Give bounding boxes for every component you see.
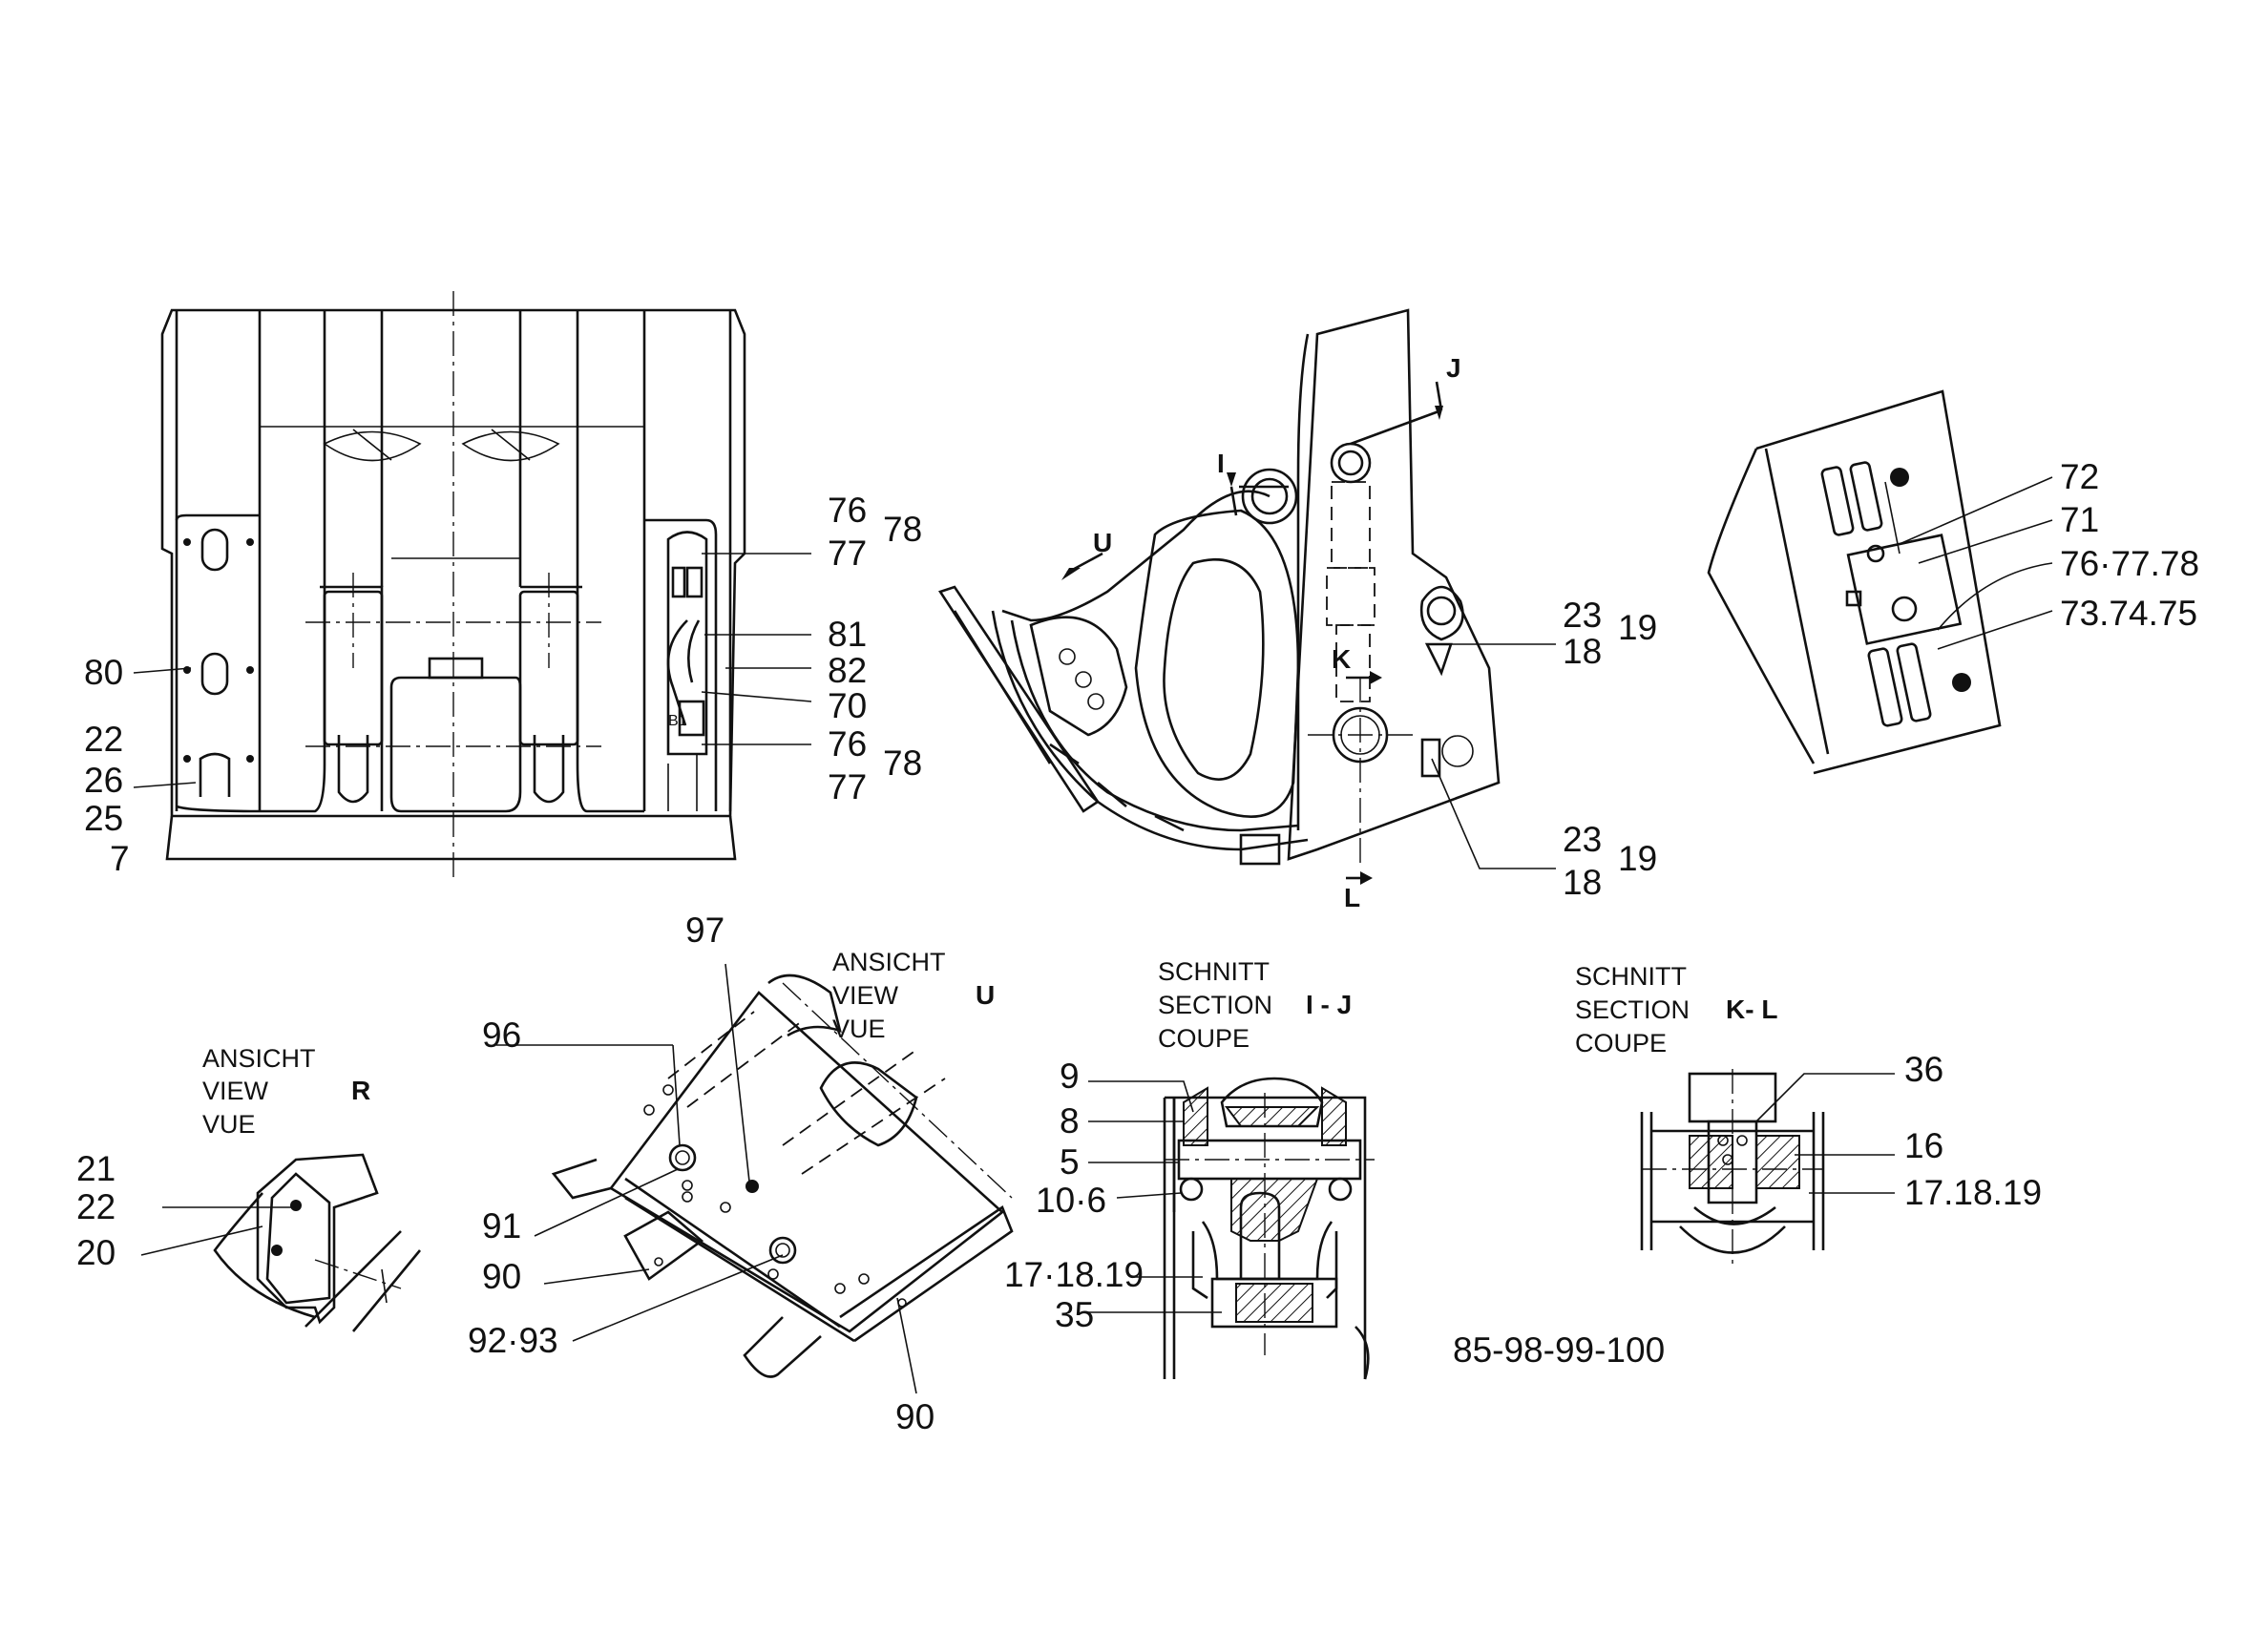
svg-text:ANSICHT: ANSICHT — [832, 948, 946, 976]
valve-detail-view — [1707, 389, 2002, 775]
svg-text:ANSICHT: ANSICHT — [202, 1044, 316, 1073]
svg-text:VIEW: VIEW — [202, 1077, 269, 1105]
label-70: 70 — [828, 686, 867, 725]
svg-text:SCHNITT: SCHNITT — [1575, 962, 1687, 991]
label-20: 20 — [76, 1233, 116, 1272]
label-17-18-19-ij: 17·18.19 — [1004, 1255, 1144, 1294]
caption-view-r: ANSICHT VIEW VUE R — [202, 1044, 370, 1139]
label-10-6: 10·6 — [1036, 1181, 1106, 1220]
section-markers: I J K L U — [1093, 353, 1461, 912]
label-21: 21 — [76, 1149, 116, 1188]
front-view-bucket: B1 — [160, 291, 746, 883]
svg-text:R: R — [351, 1076, 370, 1105]
label-90-bottom: 90 — [895, 1397, 934, 1436]
label-8: 8 — [1060, 1101, 1080, 1141]
svg-text:U: U — [976, 980, 995, 1010]
svg-text:K- L: K- L — [1726, 994, 1777, 1024]
label-19-top: 19 — [1618, 608, 1657, 647]
label-77-top: 77 — [828, 534, 867, 573]
label-82: 82 — [828, 651, 867, 690]
label-19-bottom: 19 — [1618, 839, 1657, 878]
marker-l: L — [1344, 883, 1360, 912]
label-92-93: 92·93 — [468, 1321, 558, 1360]
caption-section-k-l: SCHNITT SECTION COUPE K- L — [1575, 962, 1777, 1057]
label-76-77-78: 76·77.78 — [2060, 544, 2199, 583]
label-35: 35 — [1055, 1295, 1094, 1334]
caption-section-i-j: SCHNITT SECTION COUPE I - J — [1158, 957, 1352, 1053]
label-16: 16 — [1904, 1126, 1943, 1165]
label-5: 5 — [1060, 1142, 1080, 1182]
marker-k: K — [1332, 644, 1351, 674]
label-18-top: 18 — [1563, 632, 1602, 671]
section-k-l-leaders — [1755, 1073, 1895, 1194]
label-73-74-75: 73.74.75 — [2060, 594, 2197, 633]
label-81: 81 — [828, 615, 867, 654]
svg-text:VUE: VUE — [832, 1015, 886, 1043]
section-k-l — [1640, 1069, 1825, 1269]
label-90-left: 90 — [482, 1257, 521, 1296]
label-9: 9 — [1060, 1057, 1080, 1096]
view-u-detail — [496, 963, 1014, 1394]
view-r-detail — [140, 1153, 422, 1332]
label-23-top: 23 — [1563, 596, 1602, 635]
caption-view-u: ANSICHT VIEW VUE U — [832, 948, 995, 1043]
valve-leaders — [1899, 476, 2053, 650]
part-labels: 80 22 26 25 7 76 78 77 81 82 70 76 78 77… — [76, 457, 2199, 1436]
label-7: 7 — [110, 839, 130, 878]
label-91: 91 — [482, 1206, 521, 1246]
label-76-top: 76 — [828, 491, 867, 530]
label-22-front: 22 — [84, 720, 123, 759]
marker-j: J — [1446, 353, 1461, 383]
label-85-98-99-100: 85-98-99-100 — [1453, 1330, 1665, 1370]
label-18-bottom: 18 — [1563, 863, 1602, 902]
svg-text:COUPE: COUPE — [1575, 1029, 1667, 1057]
label-76-bottom: 76 — [828, 724, 867, 764]
svg-text:SECTION: SECTION — [1575, 995, 1690, 1024]
label-25: 25 — [84, 799, 123, 838]
label-17-18-19-kl: 17.18.19 — [1904, 1173, 2042, 1212]
side-view-bucket — [937, 308, 1501, 885]
label-71: 71 — [2060, 500, 2099, 539]
marker-u: U — [1093, 528, 1112, 557]
svg-text:I - J: I - J — [1306, 990, 1352, 1019]
svg-text:SECTION: SECTION — [1158, 991, 1272, 1019]
label-26: 26 — [84, 761, 123, 800]
marker-i: I — [1217, 449, 1225, 478]
label-78-bottom: 78 — [883, 743, 922, 783]
side-view-leaders — [1431, 643, 1556, 869]
label-72: 72 — [2060, 457, 2099, 496]
front-view-leaders — [133, 553, 812, 788]
label-36: 36 — [1904, 1050, 1943, 1089]
label-23-bottom: 23 — [1563, 820, 1602, 859]
svg-text:COUPE: COUPE — [1158, 1024, 1250, 1053]
label-78-top: 78 — [883, 510, 922, 549]
label-77-bottom: 77 — [828, 767, 867, 806]
svg-text:B1: B1 — [668, 713, 687, 729]
label-97: 97 — [685, 911, 724, 950]
svg-text:VIEW: VIEW — [832, 981, 899, 1010]
label-80: 80 — [84, 653, 123, 692]
section-i-j-leaders — [1088, 1080, 1222, 1313]
section-i-j — [1163, 1077, 1375, 1380]
label-22-view-r: 22 — [76, 1187, 116, 1226]
label-96: 96 — [482, 1015, 521, 1055]
svg-text:VUE: VUE — [202, 1110, 256, 1139]
svg-text:SCHNITT: SCHNITT — [1158, 957, 1270, 986]
